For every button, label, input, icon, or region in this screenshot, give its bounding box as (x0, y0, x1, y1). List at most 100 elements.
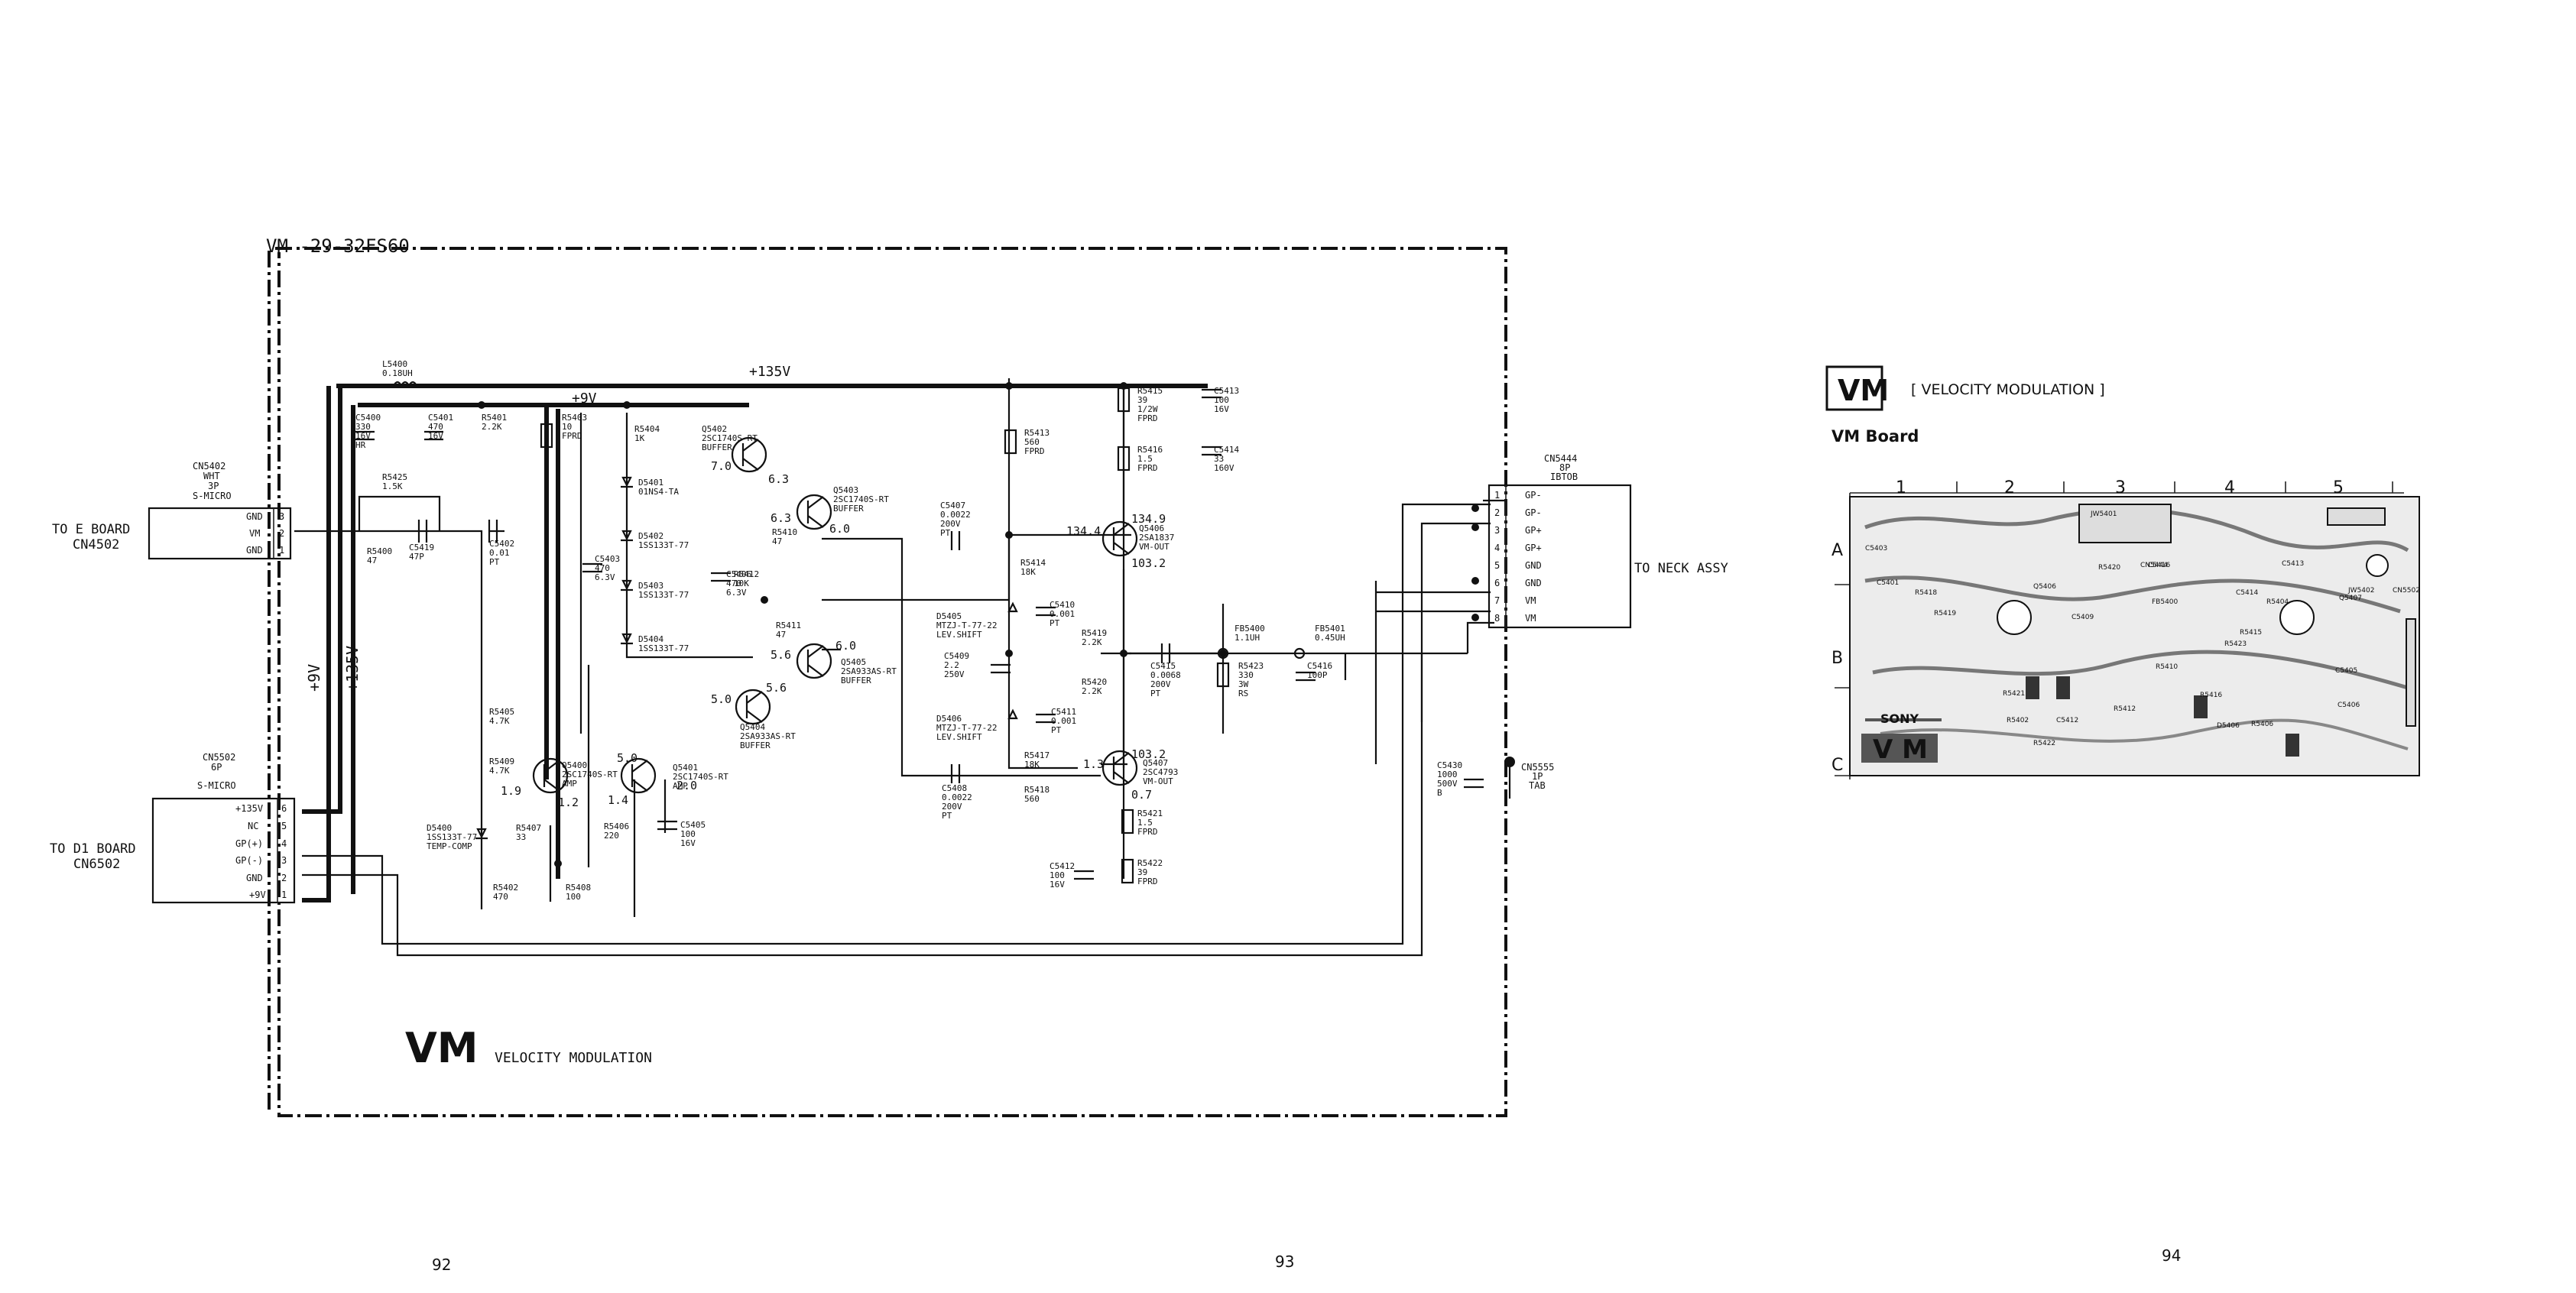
part-label-r5405: 4.7K (489, 716, 510, 726)
voltage-label: 5.0 (711, 692, 732, 706)
part-label-r5419: 2.2K (1082, 637, 1102, 647)
part-label-c5410: PT (1050, 618, 1060, 628)
part-label-d5402: D5402 (638, 531, 663, 541)
diode-d5402 (621, 530, 633, 542)
page-number-right: 94 (2162, 1246, 2181, 1265)
pcb-mark-b (2366, 554, 2389, 577)
part-label-r5416: R5416 (1137, 445, 1163, 455)
part-label-c5408: 200V (942, 802, 962, 812)
voltage-label: 1.4 (608, 793, 628, 807)
capacitor-c5406 (711, 572, 731, 582)
transistor-q5406 (1101, 520, 1138, 557)
part-label-c5406: 6.3V (726, 588, 747, 598)
part-label-c5401: C5401 (428, 413, 453, 423)
cn5502-p2: GND (246, 873, 263, 883)
part-label-q5407: 2SC4793 (1143, 767, 1178, 777)
voltage-label: 5.6 (766, 681, 787, 695)
part-label-r5401: R5401 (482, 413, 507, 423)
out-driver-lines (1122, 386, 1223, 768)
part-labels: L54000.18UHC540033016VHRC540147016VR5401… (355, 359, 1462, 902)
cn5444-p5: GND (1525, 560, 1542, 571)
pcb-label: FB5400 (2152, 598, 2179, 606)
voltage-label: 2.0 (676, 779, 697, 792)
cn5402-pin3-num: 3 (279, 511, 284, 522)
part-label-q5405: 2SA933AS-RT (841, 666, 897, 676)
rail-135v-vertical-label: +135V (343, 646, 362, 692)
part-label-c5413: 16V (1214, 404, 1229, 414)
cn5402-l0: CN5402 (193, 461, 225, 472)
cn5502-n2: 2 (281, 873, 287, 883)
pcb-trace (1864, 575, 2401, 614)
capacitor-c5411 (1036, 713, 1056, 724)
part-label-r5423: 3W (1238, 679, 1249, 689)
capacitor-c5416 (1296, 671, 1316, 682)
cn5502-p5: NC (248, 821, 258, 831)
cn5502-n6: 6 (281, 803, 287, 814)
part-label-q5406: VM-OUT (1139, 542, 1170, 552)
part-label-q5403: BUFFER (833, 504, 864, 514)
pcb-label: C5405 (2335, 667, 2357, 675)
diode-d5401 (621, 476, 633, 488)
pcb-label: R5421 (2003, 690, 2025, 698)
part-label-d5403: D5403 (638, 581, 663, 591)
left-power-verticals (302, 386, 355, 903)
part-label-q5406: Q5406 (1139, 523, 1164, 533)
part-label-r5422: 39 (1137, 867, 1147, 877)
part-label-c5411: 0.001 (1051, 716, 1076, 726)
pcb-label: R5410 (2156, 663, 2178, 671)
resistor-r5421 (1121, 809, 1134, 834)
part-label-c5401: 16V (428, 431, 443, 441)
part-label-q5401: Q5401 (673, 763, 698, 773)
part-label-r5409: R5409 (489, 757, 514, 766)
part-label-r5417: R5417 (1024, 750, 1050, 760)
part-label-r5410: 47 (772, 536, 782, 546)
part-label-c5407: PT (940, 528, 951, 538)
cn5502-p6: +135V (235, 803, 263, 814)
part-label-c5411: PT (1051, 725, 1062, 735)
cn5444-p7: VM (1525, 595, 1536, 606)
pcb-connector-cn5444 (2078, 504, 2172, 543)
voltage-label: 6.3 (771, 511, 791, 525)
cn5402-pin1-name: GND (246, 545, 263, 556)
part-label-r5401: 2.2K (482, 422, 502, 432)
part-label-c5412: C5412 (1050, 861, 1075, 871)
part-label-c5416: 100P (1307, 670, 1328, 680)
part-label-r5419: R5419 (1082, 628, 1107, 638)
cn5402-body (148, 507, 292, 560)
diode-d5405 (1007, 601, 1018, 613)
cn5502: CN5502 6P S-MICRO +135V 6 NC 5 GP(+) 4 G… (50, 752, 296, 904)
transistor-q5401 (620, 757, 657, 794)
part-label-d5400: 1SS133T-77 (427, 832, 477, 842)
part-label-c5415: PT (1150, 689, 1161, 698)
pcb-transistor-q5406 (1997, 600, 2032, 635)
cn5402-pin2-num: 2 (279, 528, 284, 539)
cn5555-l2: TAB (1529, 780, 1546, 791)
junction-dot (554, 860, 562, 867)
resistor-r5403 (540, 423, 553, 449)
pcb-label: R5420 (2098, 564, 2120, 572)
part-label-r5418: R5418 (1024, 785, 1050, 795)
rail-9v-label: +9V (572, 390, 597, 407)
bottom-drops (480, 768, 1125, 917)
pcb-label: R5423 (2224, 640, 2247, 648)
rail-135v-label: +135V (749, 364, 790, 380)
voltage-label: 7.0 (711, 459, 732, 473)
part-label-q5407: VM-OUT (1143, 776, 1173, 786)
board-row-b: B (1831, 649, 1843, 668)
part-label-r5413: 560 (1024, 437, 1040, 447)
part-label-c5400: 330 (355, 422, 371, 432)
part-label-r5423: 330 (1238, 670, 1254, 680)
part-label-c5401: 470 (428, 422, 443, 432)
part-label-r5406: 220 (604, 831, 619, 841)
part-label-q5401: 2SC1740S-RT (673, 772, 728, 782)
part-label-r5425: R5425 (382, 472, 407, 482)
junction-dot (761, 596, 768, 604)
part-label-d5404: 1SS133T-77 (638, 643, 689, 653)
part-label-q5400: Q5400 (562, 760, 587, 770)
resistor-r5422 (1121, 858, 1134, 884)
out-node (1124, 604, 1299, 734)
resistor-r5416 (1117, 446, 1131, 472)
ferrite-fb5401 (1293, 647, 1306, 659)
